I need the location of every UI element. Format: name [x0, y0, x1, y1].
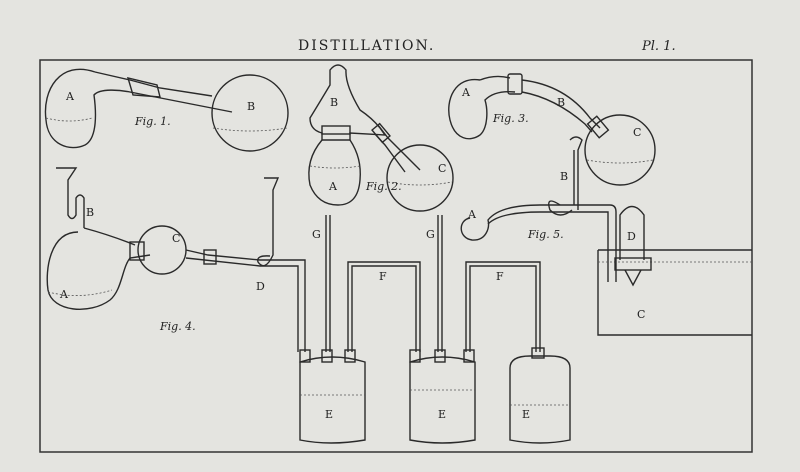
fig3-label-c: C	[633, 126, 641, 139]
fig4-label-e2: E	[438, 408, 446, 421]
plate-number: Pl. 1.	[641, 39, 676, 54]
fig2-apparatus: B A C Fig. 2.	[308, 64, 454, 212]
fig4-label-g1: G	[312, 228, 321, 241]
fig5-label-a: A	[467, 208, 477, 221]
fig5-label-d: D	[627, 230, 636, 243]
fig4-label-e1: E	[325, 408, 333, 421]
fig4-label-f2: F	[496, 270, 504, 283]
fig2-label-b: B	[330, 96, 338, 109]
fig4-label-g2: G	[426, 228, 435, 241]
fig3-apparatus: A B C Fig. 3.	[448, 73, 656, 186]
fig3-label-b: B	[557, 96, 565, 109]
fig3-label-a: A	[461, 86, 471, 99]
fig5-apparatus: B A D C Fig. 5.	[460, 136, 752, 336]
fig4-label-c: C	[172, 232, 180, 245]
plate-frame	[39, 59, 753, 453]
fig4-apparatus: B C A D G F E G F E E Fig. 4.	[46, 167, 571, 444]
fig2-caption: Fig. 2.	[365, 180, 402, 193]
fig4-label-d: D	[256, 280, 265, 293]
fig1-label-b: B	[247, 100, 255, 113]
fig4-label-b: B	[86, 206, 94, 219]
fig4-label-e3: E	[522, 408, 530, 421]
fig5-caption: Fig. 5.	[527, 228, 564, 241]
fig1-apparatus: A B Fig. 1.	[44, 68, 289, 152]
fig4-label-a: A	[59, 288, 69, 301]
fig2-label-a: A	[328, 180, 338, 193]
fig5-label-c: C	[637, 308, 645, 321]
fig3-caption: Fig. 3.	[492, 112, 529, 125]
fig4-caption: Fig. 4.	[159, 320, 196, 333]
fig2-label-c: C	[438, 162, 446, 175]
plate-title: DISTILLATION.	[298, 38, 435, 54]
fig1-label-a: A	[65, 90, 75, 103]
fig4-label-f1: F	[379, 270, 387, 283]
fig5-label-b: B	[560, 170, 568, 183]
fig1-caption: Fig. 1.	[134, 115, 171, 128]
